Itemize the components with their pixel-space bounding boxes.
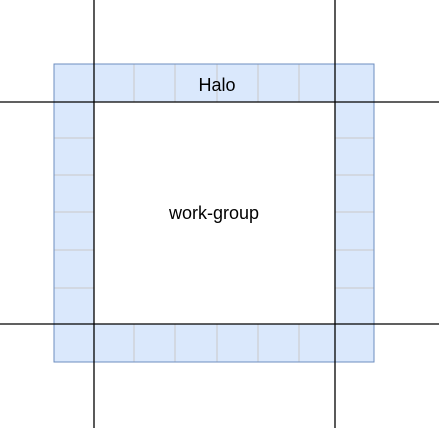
halo-left-cell bbox=[53, 174, 95, 213]
halo-top-cell bbox=[298, 63, 336, 103]
halo-top-cell bbox=[257, 63, 300, 103]
halo-right-cell bbox=[334, 249, 375, 289]
halo-left-cell bbox=[53, 101, 95, 139]
work-group-area bbox=[94, 102, 335, 324]
halo-left-cell bbox=[53, 249, 95, 289]
halo-label: Halo bbox=[198, 75, 235, 95]
halo-top-cell bbox=[93, 63, 135, 103]
halo-right-cell bbox=[334, 101, 375, 139]
work-group-label: work-group bbox=[168, 203, 259, 223]
halo-left-cell bbox=[53, 137, 95, 176]
halo-corner-cell bbox=[334, 63, 375, 103]
halo-corner-cell bbox=[53, 323, 95, 363]
halo-left-cell bbox=[53, 287, 95, 325]
halo-right-cell bbox=[334, 174, 375, 213]
halo-right-cell bbox=[334, 287, 375, 325]
halo-bottom-cell bbox=[93, 323, 135, 363]
halo-cells bbox=[53, 63, 375, 363]
halo-top-cell bbox=[133, 63, 176, 103]
halo-bottom-cell bbox=[174, 323, 218, 363]
halo-corner-cell bbox=[334, 323, 375, 363]
halo-left-cell bbox=[53, 211, 95, 251]
halo-bottom-cell bbox=[216, 323, 259, 363]
halo-bottom-cell bbox=[133, 323, 176, 363]
halo-corner-cell bbox=[53, 63, 95, 103]
halo-bottom-cell bbox=[257, 323, 300, 363]
halo-right-cell bbox=[334, 137, 375, 176]
halo-outline bbox=[53, 63, 375, 363]
halo-bottom-cell bbox=[298, 323, 336, 363]
halo-right-cell bbox=[334, 211, 375, 251]
